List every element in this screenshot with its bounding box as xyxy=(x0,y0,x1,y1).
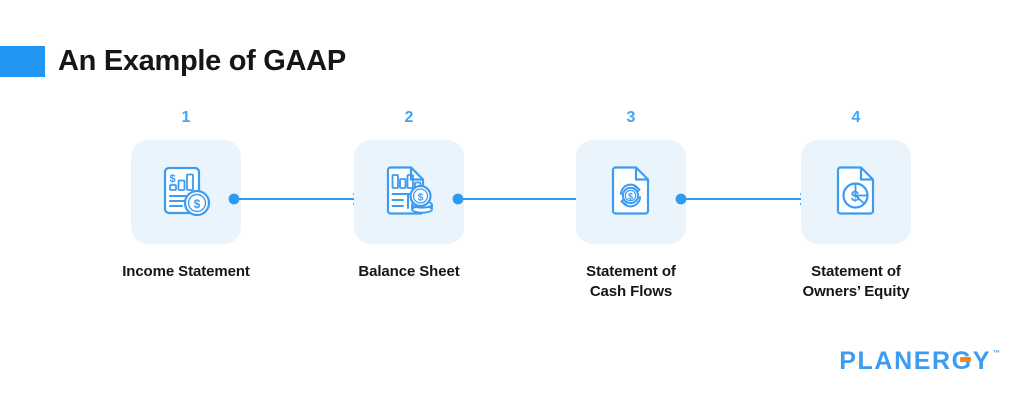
svg-text:$: $ xyxy=(418,192,424,204)
step-label: Statement of Owners’ Equity xyxy=(802,263,910,301)
step-label: Income Statement xyxy=(122,263,250,280)
svg-text:$: $ xyxy=(628,191,633,201)
logo-wordmark: PLANERGY xyxy=(839,349,991,374)
gaap-flow-diagram: 1 $ xyxy=(0,110,1024,310)
svg-text:$: $ xyxy=(851,188,860,205)
income-statement-document-icon: $ $ xyxy=(155,161,217,223)
logo-trademark: ™ xyxy=(993,350,1000,357)
page-header: An Example of GAAP xyxy=(0,46,346,77)
flow-step-owners-equity: 4 $ Stateme xyxy=(768,110,944,303)
logo-accent-bar-icon xyxy=(960,357,971,362)
step-label: Balance Sheet xyxy=(358,263,460,280)
step-card-owners-equity: $ xyxy=(801,140,911,244)
step-number: 3 xyxy=(626,109,636,126)
flow-step-income-statement: 1 $ xyxy=(98,110,274,282)
page-title: An Example of GAAP xyxy=(58,45,346,77)
step-card-income-statement: $ $ xyxy=(131,140,241,244)
svg-text:$: $ xyxy=(194,197,201,211)
cash-flow-circular-arrows-document-icon: $ xyxy=(600,161,662,223)
step-number: 2 xyxy=(404,109,414,126)
step-card-balance-sheet: $ xyxy=(354,140,464,244)
planergy-logo: PLANERGY ™ xyxy=(839,349,1000,374)
flow-step-balance-sheet: 2 xyxy=(321,110,497,282)
step-card-cash-flows: $ xyxy=(576,140,686,244)
step-number: 1 xyxy=(181,109,191,126)
owners-equity-pie-chart-document-icon: $ xyxy=(825,161,887,223)
flow-step-cash-flows: 3 $ xyxy=(543,110,719,303)
title-accent-block xyxy=(0,46,45,77)
step-number: 4 xyxy=(851,109,861,126)
step-label: Statement of Cash Flows xyxy=(586,263,676,301)
svg-text:$: $ xyxy=(169,173,175,185)
balance-sheet-document-coins-icon: $ xyxy=(378,161,440,223)
